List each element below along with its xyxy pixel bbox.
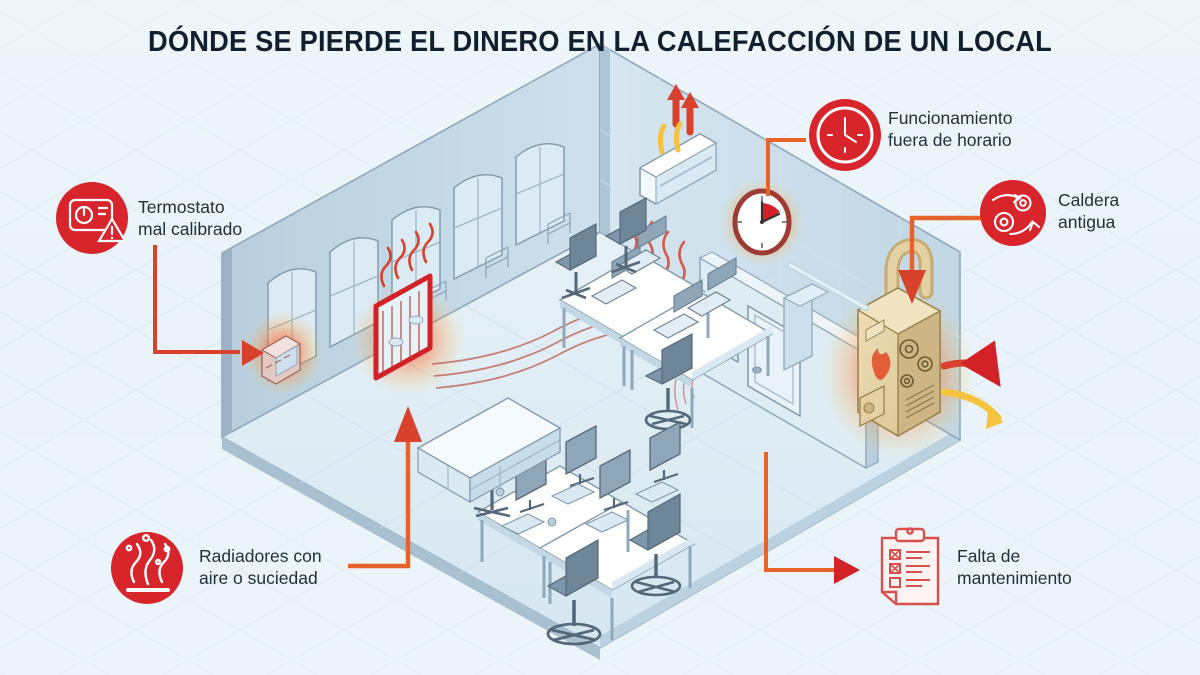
badge-thermostat[interactable] — [56, 182, 128, 254]
badge-boiler[interactable] — [980, 180, 1046, 246]
ac-warm-air-arrows — [657, 84, 699, 155]
clipboard-checklist-icon — [880, 527, 940, 606]
office-chair — [554, 222, 598, 300]
split-ac-unit — [630, 84, 718, 286]
boiler-unit — [786, 238, 1004, 458]
badge-schedule[interactable] — [809, 99, 881, 171]
thermostat-warning-icon — [68, 198, 127, 243]
callout-label-schedule: Funcionamiento fuera de horario — [888, 108, 1013, 151]
page-title: DÓNDE SE PIERDE EL DINERO EN LA CALEFACC… — [148, 26, 1052, 58]
desk-cluster-front — [468, 420, 696, 646]
office-chair — [604, 196, 648, 274]
badge-maintenance[interactable] — [880, 527, 940, 606]
laptop — [652, 278, 703, 339]
office-chair — [644, 333, 694, 431]
monitor — [565, 424, 597, 488]
monitor — [599, 448, 631, 512]
callout-label-boiler: Caldera antigua — [1058, 190, 1120, 233]
connector-lines — [153, 138, 982, 584]
callout-label-thermostat: Termostato mal calibrado — [138, 197, 243, 240]
heat-waves-icon — [125, 534, 171, 592]
monitor — [649, 420, 681, 484]
gears-cycle-icon — [991, 193, 1041, 236]
office-chair — [628, 492, 682, 597]
callout-label-maintenance: Falta de mantenimiento — [957, 546, 1072, 589]
desk-cluster-back — [554, 196, 774, 431]
clock-icon — [827, 117, 863, 153]
laptop — [686, 256, 737, 317]
badge-radiator[interactable] — [111, 532, 183, 604]
boiler-gear-icon — [899, 339, 933, 388]
utility-cabinet — [782, 282, 830, 372]
wall-thermostat — [243, 311, 323, 395]
callout-label-radiator: Radiadores con aire o suciedad — [199, 546, 322, 589]
storage-cabinet — [416, 397, 562, 504]
office-chair — [546, 538, 602, 646]
wall-clock — [720, 178, 804, 266]
boiler-flue-pipe — [884, 238, 934, 308]
radiator-heat-waves — [380, 222, 434, 288]
